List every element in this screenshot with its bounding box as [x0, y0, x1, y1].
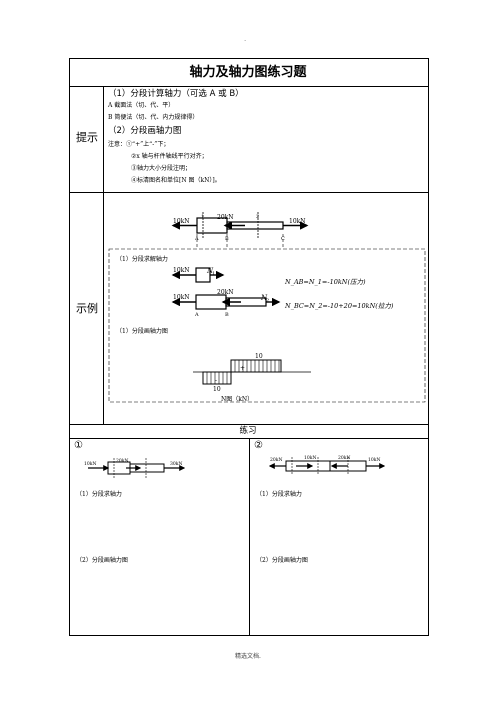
hint-note-4: ④标清图名和单位[N 图（kN）]。: [131, 177, 221, 184]
page-title: 轴力及轴力图练习题: [189, 65, 307, 80]
footer-text: 精选文档.: [235, 653, 261, 660]
fbd2-n-sub: 2: [266, 298, 269, 304]
hint-step2: （2）分段画轴力图: [108, 126, 182, 136]
free-body-2: [171, 294, 281, 310]
diagram-value-pos: 10: [255, 353, 263, 360]
practice-2-load-4: 10kN: [368, 457, 380, 463]
practice-2-number: ②: [254, 440, 263, 451]
example-point-c: C: [281, 236, 285, 242]
fbd2-n: N: [260, 294, 268, 302]
practice-1-load-1: 10kN: [84, 461, 96, 467]
example-label: 示例: [76, 302, 98, 315]
practice-2-step2: （2）分段画轴力图: [256, 557, 308, 564]
example-point-a: A: [194, 236, 199, 242]
practice-1-step1: （1）分段求轴力: [76, 491, 122, 498]
fbd2-point-a: A: [194, 312, 199, 318]
equation-bc: N_BC=N_2=-10+20=10kN(拉力): [284, 302, 394, 310]
fbd1-load: 10kN: [173, 267, 190, 274]
diagram-title: N图（kN）: [221, 396, 253, 403]
example-figure: 10kN 20kN 10kN 1 2 A B C （1）分段求解轴力 10kN …: [108, 212, 426, 403]
example-load-left: 10kN: [173, 218, 190, 225]
free-body-1: [171, 267, 225, 283]
hint-note-2: ②x 轴与杆件轴线平行对齐；: [131, 153, 208, 160]
practice-2-load-1: 20kN: [270, 457, 282, 463]
diagram-plus: +: [240, 365, 245, 372]
practice-1-number: ①: [74, 440, 83, 451]
hint-note-3: ③轴力大小分段注明；: [131, 165, 192, 172]
example-point-b: B: [225, 236, 229, 242]
practice-2-figure: 20kN 10kN 20kN 10kN: [268, 455, 386, 475]
example-load-right: 10kN: [289, 218, 306, 225]
example-step1: （1）分段求解轴力: [116, 255, 168, 263]
example-load-mid: 20kN: [217, 214, 234, 221]
fbd1-n-sub: 1: [212, 271, 215, 277]
example-section-2: 2: [256, 214, 259, 220]
diagram-value-neg: 10: [213, 386, 221, 393]
hint-method-a: A 截面法（切、代、平）: [108, 102, 175, 109]
hint-note-1: 注意：①“+”上“-”下；: [108, 141, 170, 148]
practice-2-step1: （1）分段求轴力: [256, 491, 302, 498]
example-step2: （1）分段画轴力图: [116, 327, 168, 335]
fbd1-n: N: [206, 267, 214, 275]
practice-1-step2: （2）分段画轴力图: [76, 557, 128, 564]
practice-2-load-3: 20kN: [338, 455, 350, 461]
practice-1-load-2: 20kN: [116, 458, 128, 464]
example-bar: [171, 212, 309, 248]
hint-step1: （1）分段计算轴力（可选 A 或 B）: [108, 89, 244, 99]
hint-method-b: B 简便法（切、代、内力规律得）: [108, 114, 199, 121]
fbd2-load-left: 10kN: [173, 294, 190, 301]
practice-2-load-2: 10kN: [304, 455, 316, 461]
free-body-frame: [108, 248, 426, 403]
fbd2-point-b: B: [225, 312, 229, 318]
top-mark: .: [244, 35, 247, 43]
example-section-1: 1: [201, 214, 204, 220]
diagram-minus: -: [215, 377, 217, 384]
practice-header: 练习: [239, 426, 257, 436]
axial-force-diagram: [193, 359, 311, 385]
hint-label: 提示: [76, 131, 98, 144]
practice-1-figure: 10kN 20kN 30kN: [84, 458, 186, 478]
practice-1-load-3: 30kN: [170, 461, 182, 467]
equation-ab: N_AB=N_1=-10kN(压力): [284, 278, 366, 286]
fbd2-load-mid: 20kN: [217, 289, 234, 296]
